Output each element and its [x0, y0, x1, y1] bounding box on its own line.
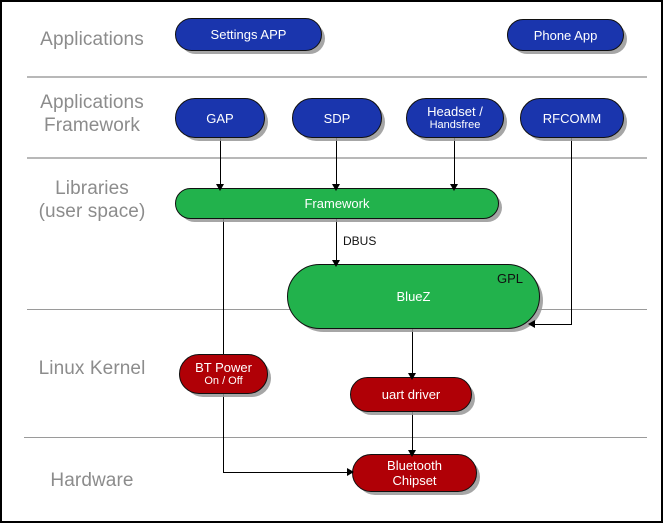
arrowhead-bluez-to-uart: [408, 373, 416, 380]
node-bt-power[interactable]: BT Power On / Off: [179, 354, 268, 394]
connector-gap-to-framework: [220, 137, 221, 190]
node-bt-power-label-line1: BT Power: [195, 360, 252, 375]
divider-kernel-hardware: [24, 437, 647, 438]
arrowhead-sdp-to-framework: [332, 184, 340, 191]
connector-bluez-to-uart: [412, 328, 413, 380]
node-uart-driver-label: uart driver: [381, 387, 441, 402]
arrowhead-gap-to-framework: [216, 184, 224, 191]
connector-rfcomm-down: [571, 137, 572, 325]
node-headset-handsfree-label-line1: Headset /: [427, 104, 483, 119]
connector-uart-to-chipset: [412, 411, 413, 457]
divider-applications-framework: [27, 76, 647, 78]
node-bluez-license-tag: GPL: [496, 271, 523, 286]
connector-headset-to-framework: [454, 137, 455, 190]
layer-label-applications: Applications: [40, 29, 144, 50]
arrowhead-rfcomm-to-bluez: [528, 320, 535, 328]
connector-framework-to-bluez: [336, 218, 337, 266]
layer-label-applications-framework: Applications Framework: [40, 92, 144, 136]
node-rfcomm-label: RFCOMM: [542, 110, 602, 126]
arrowhead-framework-to-chipset: [347, 468, 354, 476]
node-bluetooth-chipset-label-line2: Chipset: [392, 473, 437, 488]
node-headset-handsfree[interactable]: Headset / Handsfree: [406, 98, 504, 138]
layer-label-hardware: Hardware: [50, 470, 134, 491]
node-settings-app[interactable]: Settings APP: [175, 18, 322, 51]
connector-rfcomm-to-bluez: [535, 324, 572, 325]
divider-framework-libraries: [27, 157, 647, 159]
node-gap[interactable]: GAP: [175, 98, 265, 138]
node-rfcomm[interactable]: RFCOMM: [520, 98, 624, 138]
connector-sdp-to-framework: [336, 137, 337, 190]
node-bluez[interactable]: GPL BlueZ: [287, 264, 540, 329]
edge-label-dbus: DBUS: [343, 234, 377, 248]
arrowhead-headset-to-framework: [450, 184, 458, 191]
node-gap-label: GAP: [206, 110, 234, 126]
layer-label-libraries: Libraries (user space): [38, 178, 146, 222]
node-settings-app-label: Settings APP: [210, 27, 287, 42]
connector-framework-down-left: [223, 218, 224, 473]
node-phone-app[interactable]: Phone App: [507, 19, 624, 51]
node-headset-handsfree-label-line2: Handsfree: [429, 119, 481, 131]
node-bluez-label: BlueZ: [396, 289, 431, 304]
arrowhead-uart-to-chipset: [408, 450, 416, 457]
node-framework[interactable]: Framework: [175, 188, 499, 219]
arrowhead-framework-to-bluez: [332, 260, 340, 267]
node-bluetooth-chipset[interactable]: Bluetooth Chipset: [352, 454, 477, 492]
node-bt-power-label-line2: On / Off: [204, 375, 243, 387]
node-framework-label: Framework: [304, 196, 370, 211]
node-sdp-label: SDP: [323, 110, 351, 126]
node-bluetooth-chipset-label-line1: Bluetooth: [387, 458, 442, 473]
node-phone-app-label: Phone App: [533, 27, 598, 43]
connector-framework-to-chipset: [223, 472, 352, 473]
node-uart-driver[interactable]: uart driver: [350, 377, 472, 412]
node-sdp[interactable]: SDP: [292, 98, 382, 138]
layer-label-linux-kernel: Linux Kernel: [38, 358, 146, 379]
